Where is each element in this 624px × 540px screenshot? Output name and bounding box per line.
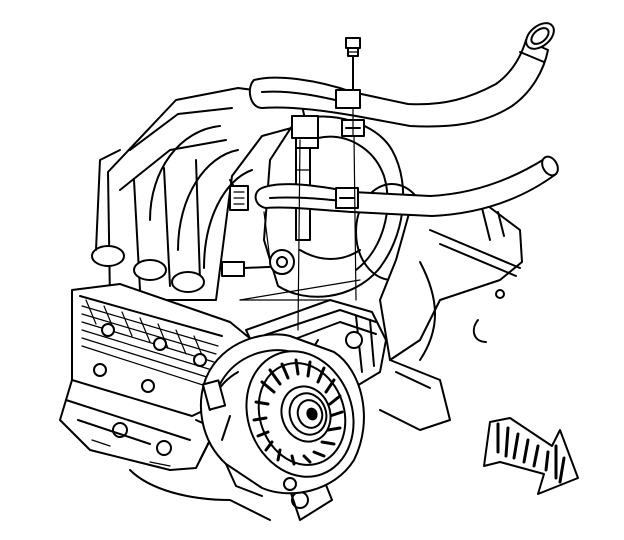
alignment-lines [239,107,361,331]
engine-right-housing [379,199,523,431]
generator [199,333,365,497]
generator-pulley [280,385,332,443]
lower-heater-hose [254,155,559,217]
hose-bracket [291,89,365,209]
intake-manifold [91,87,307,301]
retaining-bolt [345,37,361,91]
upper-coolant-hose [248,22,555,128]
front-direction-arrow [483,417,579,495]
